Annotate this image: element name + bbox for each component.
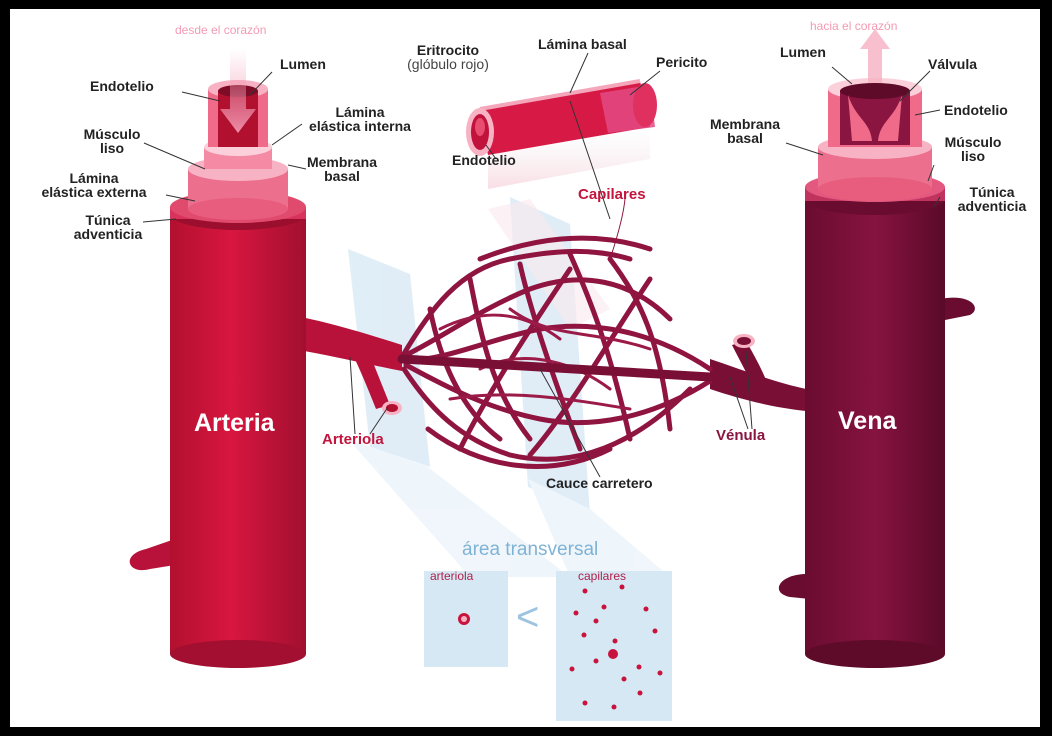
vein-smooth-muscle-label: Músculo liso [938,135,1008,163]
artery-endothelium-label: Endotelio [90,79,154,93]
cross-section-arteriole-label: arteriola [430,569,473,583]
erythrocyte-label: Eritrocito (glóbulo rojo) [378,43,518,71]
venule-label: Vénula [716,429,765,443]
capillary-tube [466,81,657,189]
thoroughfare-channel-label: Cauce carretero [546,476,653,490]
vein-basement-membrane-label: Membrana basal [700,117,790,145]
cross-section-capillaries-label: capilares [578,569,626,583]
capillary-endothelium-label: Endotelio [452,153,516,167]
basal-lamina-label: Lámina basal [538,37,627,51]
artery-basement-membrane-label: Membrana basal [302,155,382,183]
internal-elastic-lamina-label: Lámina elástica interna [300,105,420,133]
artery [130,49,402,668]
artery-smooth-muscle-label: Músculo liso [82,127,142,155]
arteriole-label: Arteriola [322,433,384,447]
valve-label: Válvula [928,57,977,71]
less-than-sign: < [516,595,539,640]
cross-section-boxes [424,571,672,721]
from-heart-label: desde el corazón [175,23,266,37]
cross-section-title: área transversal [462,539,598,561]
capillaries-label: Capilares [578,188,646,202]
vein-adventitia-label: Túnica adventicia [950,185,1034,213]
cross-section-planes [348,197,670,577]
artery-lumen-label: Lumen [280,57,326,71]
artery-name: Arteria [194,409,275,438]
vein-name: Vena [838,407,896,436]
pericyte-label: Pericito [656,55,707,69]
to-heart-label: hacia el corazón [810,19,897,33]
external-elastic-lamina-label: Lámina elástica externa [24,171,164,199]
diagram-frame: desde el corazón hacia el corazón Endote… [10,9,1040,727]
vein-lumen-label: Lumen [780,45,826,59]
artery-adventitia-label: Túnica adventicia [68,213,148,241]
vein-endothelium-label: Endotelio [944,103,1008,117]
